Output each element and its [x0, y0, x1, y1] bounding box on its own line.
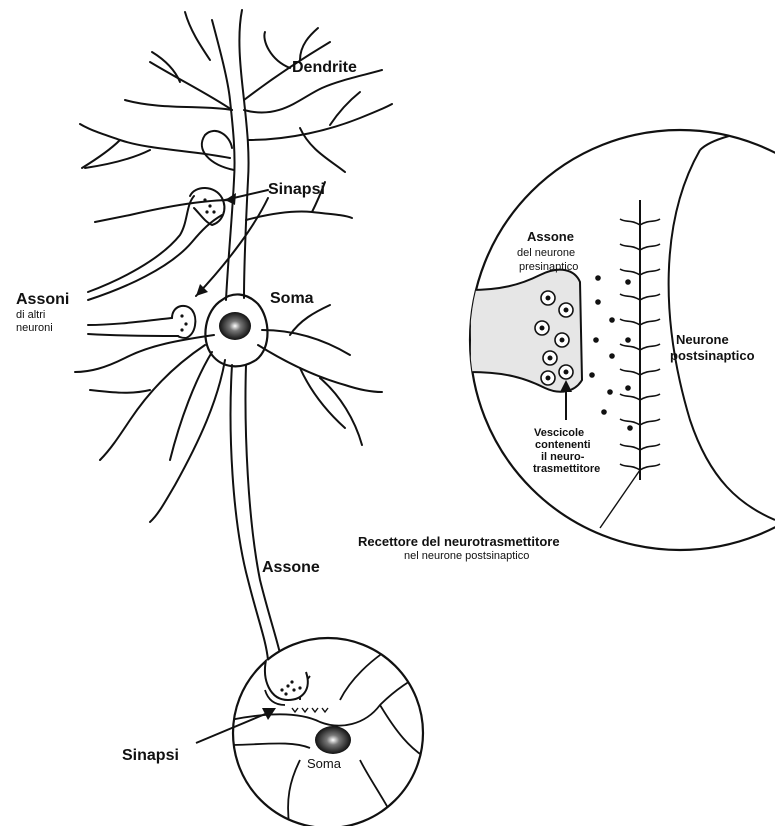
label-assoni-sub1: di altri [16, 309, 45, 321]
label-vescicole-3: il neuro- [541, 451, 585, 463]
label-assone-pre: Assone [527, 229, 574, 244]
label-soma-inset: Soma [307, 756, 342, 771]
main-nucleus [219, 312, 251, 340]
main-neuron [75, 10, 392, 698]
apical-trunk-right [239, 10, 248, 298]
apical-trunk-left [212, 20, 235, 300]
label-assone-pre-sub1: del neurone [517, 247, 575, 259]
axon-right-edge [246, 365, 282, 662]
incoming-axon-2-upper [88, 318, 172, 325]
label-assone-main: Assone [262, 559, 320, 576]
synapse-detail-inset [470, 130, 775, 550]
label-dendrite: Dendrite [292, 59, 357, 76]
soma-synapse-inset [196, 638, 430, 826]
label-soma-main: Soma [270, 290, 314, 307]
label-assoni-sub2: neuroni [16, 322, 53, 334]
label-neurone-post-2: postsinaptico [670, 348, 755, 363]
label-vescicole-2: contenenti [535, 439, 591, 451]
synapse-bouton-2 [172, 306, 195, 338]
label-recettore: Recettore del neurotrasmettitore [358, 534, 560, 549]
label-sinapsi-bottom: Sinapsi [122, 747, 179, 764]
label-assone-pre-sub2: presinaptico [519, 261, 578, 273]
label-recettore-sub: nel neurone postsinaptico [404, 550, 529, 562]
axon-left-edge [231, 365, 268, 660]
inset-nucleus [315, 726, 351, 754]
label-neurone-post-1: Neurone [676, 332, 729, 347]
label-sinapsi-top: Sinapsi [268, 181, 325, 198]
label-vescicole-1: Vescicole [534, 427, 584, 439]
label-vescicole-4: trasmettitore [533, 463, 600, 475]
label-assoni: Assoni [16, 291, 69, 308]
synapse-bouton-1 [190, 188, 224, 225]
incoming-axon-2-lower [88, 334, 178, 336]
